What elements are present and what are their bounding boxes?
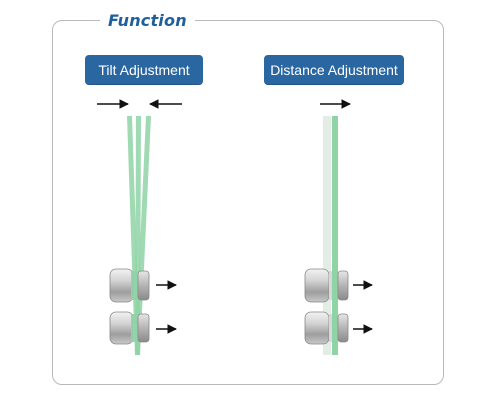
distance-laser-beams bbox=[323, 116, 338, 355]
tilt-standoff-bottom bbox=[109, 311, 177, 345]
function-panel bbox=[52, 20, 444, 385]
distance-standoff-top bbox=[304, 268, 373, 303]
tilt-adjustment-button[interactable]: Tilt Adjustment bbox=[85, 55, 203, 85]
panel-title: Function bbox=[108, 10, 187, 30]
distance-adjustment-button[interactable]: Distance Adjustment bbox=[264, 55, 404, 85]
distance-standoff-bottom bbox=[304, 311, 373, 345]
panel-title-wrap: Function bbox=[100, 8, 195, 32]
tilt-standoff-top bbox=[109, 268, 177, 303]
